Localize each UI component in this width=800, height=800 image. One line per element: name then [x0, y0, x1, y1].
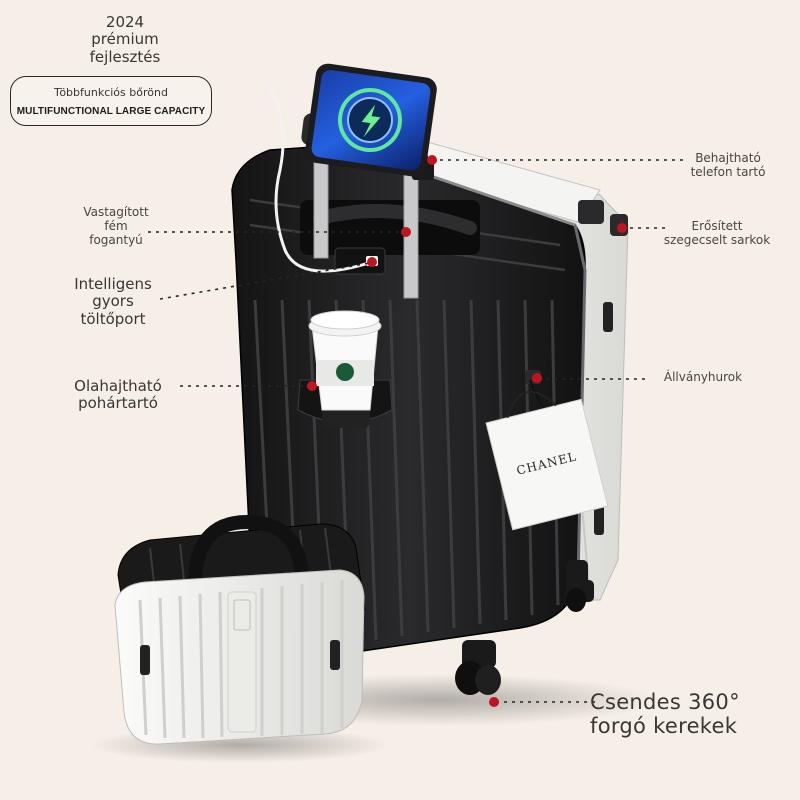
label-charging-port: Intelligens gyors töltőport	[74, 275, 152, 328]
label-phone-holder: Behajtható telefon tartó	[690, 151, 766, 179]
spinner-wheels	[455, 580, 594, 695]
header-year: 2024	[105, 13, 145, 31]
label-metal-handle: Vastagított fém fogantyú	[83, 205, 149, 247]
callouts	[148, 159, 688, 703]
header-line2: fejlesztés	[89, 47, 161, 66]
promo-header: 2024 prémium fejlesztés	[70, 13, 180, 66]
product-badge: Többfunkciós bőrönd MULTIFUNCTIONAL LARG…	[10, 76, 212, 126]
label-wheels: Csendes 360° forgó kerekek	[590, 690, 740, 739]
callout-markers	[307, 155, 627, 707]
badge-subtitle: MULTIFUNCTIONAL LARGE CAPACITY	[16, 106, 206, 117]
badge-title: Többfunkciós bőrönd	[54, 86, 168, 99]
label-cup-holder: Olahajtható pohártartó	[74, 377, 162, 413]
label-reinforced-corners: Erősített szegecselt sarkok	[663, 219, 771, 247]
small-vanity-case	[114, 514, 366, 745]
header-line1: prémium	[91, 30, 159, 49]
label-hook: Állványhurok	[663, 370, 743, 384]
